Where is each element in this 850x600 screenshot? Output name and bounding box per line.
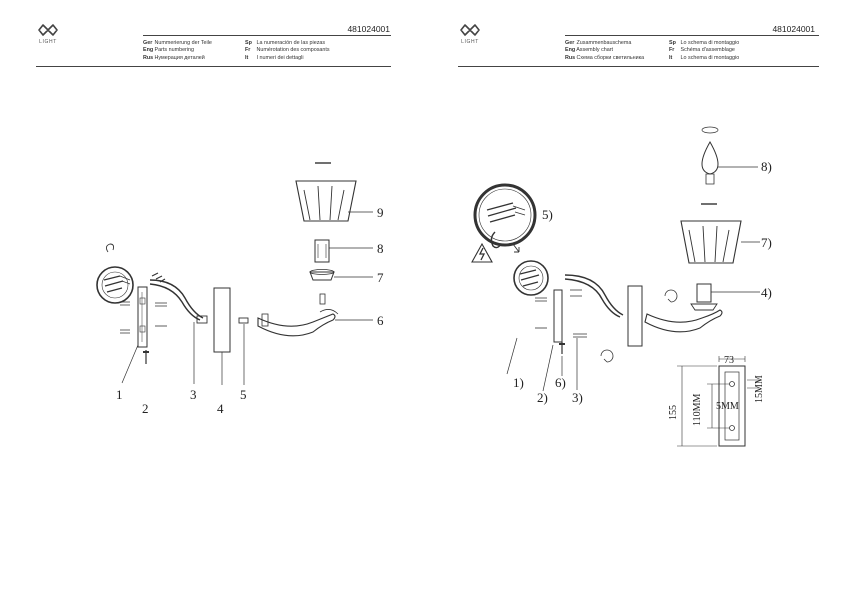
header-rule bbox=[143, 35, 391, 36]
step-label-7: 7) bbox=[761, 235, 772, 250]
step-label-2: 2) bbox=[537, 390, 548, 405]
dim-offset: 15MM bbox=[754, 375, 765, 403]
logo-mark-icon bbox=[460, 24, 480, 36]
dim-hole-spacing: 110MM bbox=[692, 393, 703, 426]
part-label-1: 1 bbox=[116, 387, 123, 402]
parts-drawing bbox=[96, 162, 373, 385]
step-label-6: 6) bbox=[555, 375, 566, 390]
document-code: 481024001 bbox=[772, 24, 815, 34]
document-code: 481024001 bbox=[347, 24, 390, 34]
dim-hole-dia: 5MM bbox=[716, 401, 739, 412]
header-rule bbox=[565, 35, 819, 36]
detail-circle bbox=[473, 183, 537, 247]
brand-logo: LIGHT bbox=[458, 22, 482, 45]
header-languages-2: Sp La numeración de las piezas Fr Numéro… bbox=[245, 40, 330, 61]
header-rule-bottom bbox=[36, 66, 391, 67]
step-label-1: 1) bbox=[513, 375, 524, 390]
step-label-4: 4) bbox=[761, 285, 772, 300]
wiring-circle bbox=[96, 266, 134, 304]
part-label-3: 3 bbox=[190, 387, 197, 402]
part-label-5: 5 bbox=[240, 387, 247, 402]
dim-width: 73 bbox=[724, 355, 734, 366]
step-label-8: 8) bbox=[761, 159, 772, 174]
part-label-2: 2 bbox=[142, 401, 149, 416]
logo-text: LIGHT bbox=[39, 39, 57, 45]
header-languages-1: Ger Zusammenbauschema Eng Assembly chart… bbox=[565, 40, 645, 61]
logo-mark-icon bbox=[38, 24, 58, 36]
header-rule-bottom bbox=[458, 66, 819, 67]
header-languages-1: Ger Nummerierung der Teile Eng Parts num… bbox=[143, 40, 212, 61]
hook-icon bbox=[105, 243, 115, 253]
logo-text: LIGHT bbox=[461, 39, 479, 45]
brand-logo: LIGHT bbox=[36, 22, 60, 45]
part-label-9: 9 bbox=[377, 205, 384, 220]
assembly-drawing bbox=[471, 126, 760, 447]
part-label-8: 8 bbox=[377, 241, 384, 256]
part-label-4: 4 bbox=[217, 401, 224, 416]
electric-warning-icon bbox=[471, 242, 493, 263]
part-label-6: 6 bbox=[377, 313, 384, 328]
part-label-7: 7 bbox=[377, 270, 384, 285]
left-page: LIGHT 481024001 Ger Nummerierung der Tei… bbox=[36, 22, 391, 416]
right-page: LIGHT 481024001 Ger Zusammenbauschema En… bbox=[425, 0, 850, 600]
dim-height: 155 bbox=[668, 405, 679, 420]
step-label-3: 3) bbox=[572, 390, 583, 405]
step-label-5: 5) bbox=[542, 207, 553, 222]
header-languages-2: Sp Lo schema di montaggio Fr Schéma d'as… bbox=[669, 40, 740, 61]
